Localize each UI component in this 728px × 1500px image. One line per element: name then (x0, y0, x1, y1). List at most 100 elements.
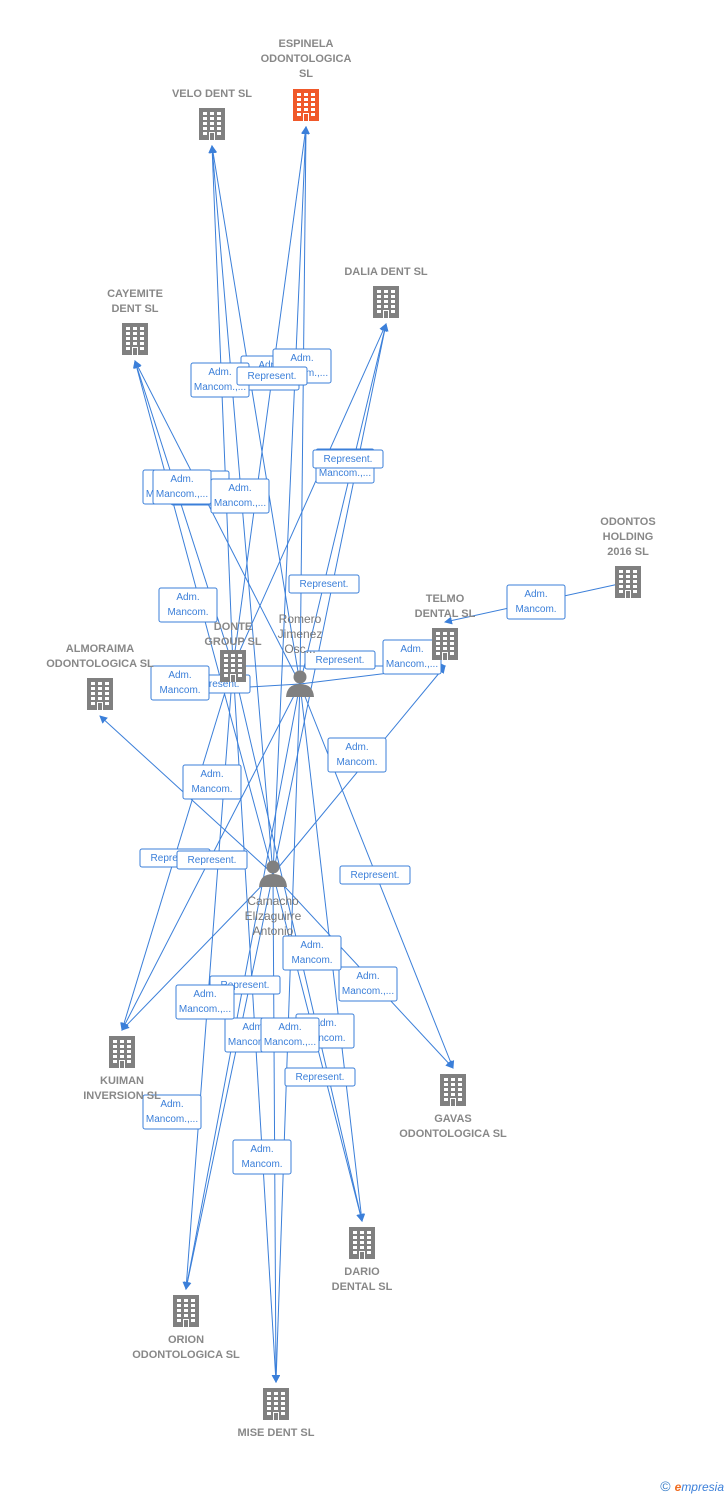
edge-label-text: Mancom.,... (228, 1037, 280, 1048)
edge-label-text: Adm. (193, 989, 216, 1000)
edge-label-text: Mancom.,... (179, 1004, 231, 1015)
edge-camacho-dalia (272, 323, 389, 875)
company-name: HOLDING (603, 531, 654, 543)
edge-label-donte-telmo[interactable]: Represent. (288, 574, 360, 594)
edge-label-box (236, 366, 308, 386)
edge-label-text: Adm. (228, 483, 251, 494)
edge-label-text: Represent. (188, 855, 237, 866)
edge-romero-espinela (299, 126, 310, 685)
company-name: TELMO (426, 593, 465, 605)
building-icon (615, 566, 641, 598)
edge-label-donte-kuiman[interactable]: Adm.Mancom.,... (152, 469, 212, 505)
edge-label-text: Adm. (160, 1099, 183, 1110)
edge-label-camacho-espinela[interactable]: Represent. (284, 1067, 356, 1087)
edge-label-text: Represent. (300, 579, 349, 590)
edge-label-camacho-orion[interactable]: Adm.Mancom. (282, 935, 342, 971)
edge-label-romero-kuiman[interactable]: Adm.Mancom. (182, 764, 242, 800)
edge-label-text: Adm. (170, 474, 193, 485)
edge-label-camacho-dalia[interactable]: Represent. (236, 366, 308, 386)
company-name: VELO DENT SL (172, 88, 252, 100)
company-name: ORION (168, 1334, 204, 1346)
edge-label-romero-dario[interactable]: Adm.Mancom. (232, 1139, 292, 1175)
edge-label-donte-cayemite[interactable]: Adm. Mancom.,... (210, 478, 270, 514)
edge-label-text: Mancom.,... (264, 1037, 316, 1048)
edge-label-donte-dario[interactable]: Represent. (176, 850, 248, 870)
person-node-romero[interactable]: RomeroJimenezOsc... (278, 612, 323, 697)
edge-labels-layer: Adm.Mancom.,...Adm.Mancom.,...Adm.Mancom… (139, 348, 566, 1175)
company-node-velo[interactable]: VELO DENT SL (172, 88, 252, 140)
company-name: DENT SL (111, 303, 158, 315)
edge-label-text: Adm. (356, 971, 379, 982)
edge-romero-dalia (299, 323, 389, 685)
building-icon (220, 650, 246, 682)
company-name: SL (299, 68, 313, 80)
edge-label-text: Adm. (168, 670, 191, 681)
edge-label-romero-gavas[interactable]: Represent. (339, 865, 411, 885)
building-icon (293, 89, 319, 121)
edge-label-text: Adm. (250, 1144, 273, 1155)
edge-label-camacho-cayemite[interactable]: Represent. (312, 449, 384, 469)
building-icon (432, 628, 458, 660)
edge-label-text: Mancom. (336, 757, 377, 768)
edge-label-box (339, 865, 411, 885)
edge-label-box (327, 737, 387, 773)
edge-label-text: Represent. (316, 655, 365, 666)
edge-label-donte-mise[interactable]: Adm. Mancom.,... (175, 984, 235, 1020)
edge-label-donte-dalia[interactable]: Adm. Mancom.,... (260, 1017, 320, 1053)
edge-camacho-kuiman (121, 873, 274, 1031)
company-name: GAVAS (434, 1113, 472, 1125)
edge-label-donte-velo[interactable]: Adm.Mancom. (506, 584, 566, 620)
edge-donte-kuiman (120, 665, 234, 1031)
edge-label-camacho-telmo[interactable]: Adm.Mancom. (150, 665, 210, 701)
edge-label-romero-telmo[interactable]: Adm.Mancom.,... (382, 639, 442, 675)
company-name: ESPINELA (278, 38, 333, 50)
footer-brand[interactable]: ©empresia (660, 1478, 724, 1494)
edge-label-box (152, 469, 212, 505)
edge-label-box (506, 584, 566, 620)
edge-label-box (175, 984, 235, 1020)
building-icon (122, 323, 148, 355)
company-node-mise[interactable]: MISE DENT SL (237, 1388, 315, 1439)
edge-label-box (338, 966, 398, 1002)
edge-donte-velo (208, 145, 234, 667)
edge-donte-dalia (232, 323, 387, 667)
edge-label-text: Represent. (248, 371, 297, 382)
edge-label-box (282, 935, 342, 971)
edge-donte-espinela (232, 126, 310, 667)
person-name: Romero (279, 612, 322, 626)
company-node-dalia[interactable]: DALIA DENT SL (344, 266, 428, 318)
edge-label-camacho-kuiman[interactable]: Adm.Mancom.,... (338, 966, 398, 1002)
company-name: INVERSION SL (83, 1090, 161, 1102)
edge-label-text: Mancom.,... (214, 498, 266, 509)
edge-label-text: Mancom. (304, 1033, 345, 1044)
edge-label-text: Mancom.,... (146, 1114, 198, 1125)
edge-label-text: Mancom. (167, 607, 208, 618)
edge-label-text: Mancom.,... (386, 659, 438, 670)
edge-label-box (158, 587, 218, 623)
edge-label-text: Adm. (278, 1022, 301, 1033)
company-name: DENTAL SL (415, 608, 476, 620)
edge-label-romero-orion[interactable]: Adm.Mancom. (327, 737, 387, 773)
edge-label-romero-mise[interactable]: Adm. Mancom.,... (142, 1094, 202, 1130)
edge-label-donte-orion[interactable]: Represent. (304, 650, 376, 670)
person-name: Elizaguirre (245, 909, 302, 923)
edge-label-box (150, 665, 210, 701)
company-name: DARIO (344, 1266, 380, 1278)
person-icon (286, 670, 314, 697)
company-node-telmo[interactable]: TELMO DENTAL SL (415, 593, 476, 660)
company-name: 2016 SL (607, 546, 649, 558)
edge-label-camacho-gavas[interactable]: Adm.Mancom. (158, 587, 218, 623)
edge-label-text: Represent. (151, 853, 200, 864)
company-name: GROUP SL (204, 636, 262, 648)
edge-label-text: Represent. (296, 1072, 345, 1083)
